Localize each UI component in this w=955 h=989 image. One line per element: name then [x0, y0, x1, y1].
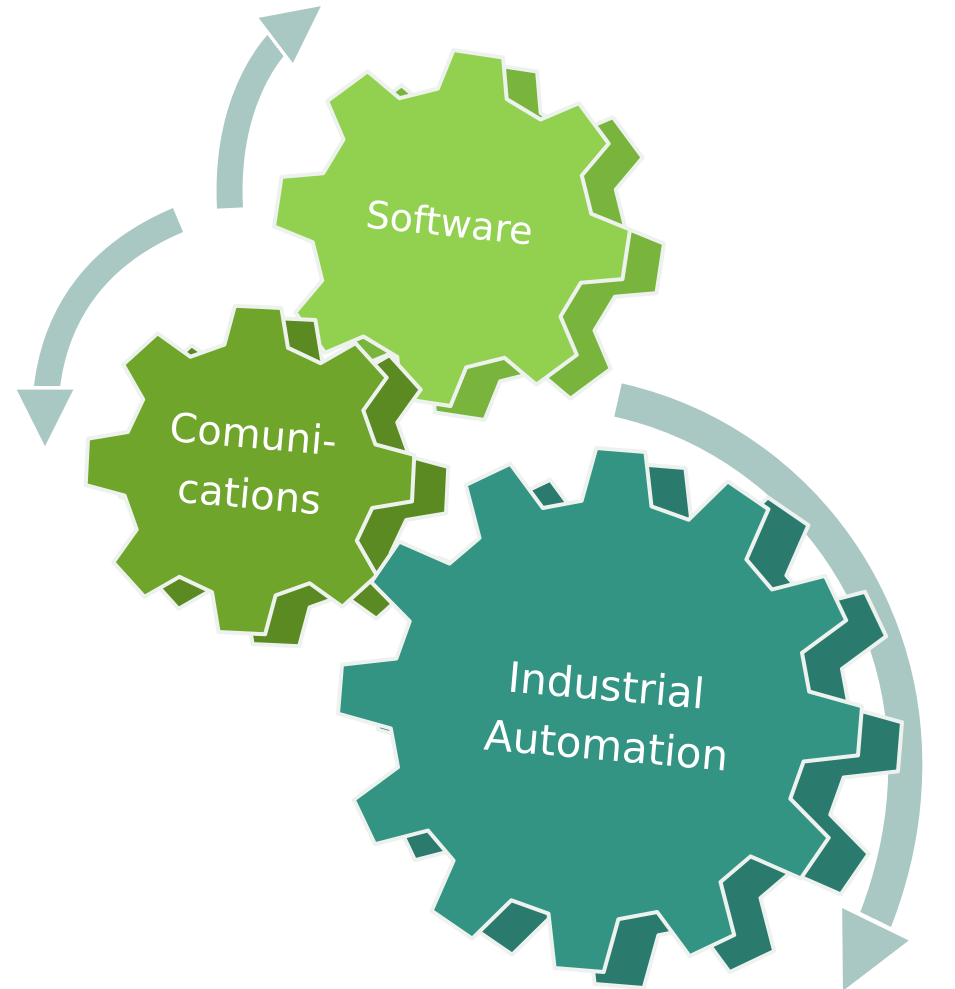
gear-software-face	[272, 48, 632, 408]
gear-automation: Industrial Automation	[336, 446, 904, 989]
gear-communications: Comuni- cations	[83, 303, 451, 649]
arrow-top-icon	[216, 22, 300, 209]
arrow-left-icon	[45, 208, 184, 420]
gear-software: Software	[272, 48, 666, 422]
gear-communications-face	[83, 303, 417, 637]
gear-automation-face	[336, 446, 864, 974]
